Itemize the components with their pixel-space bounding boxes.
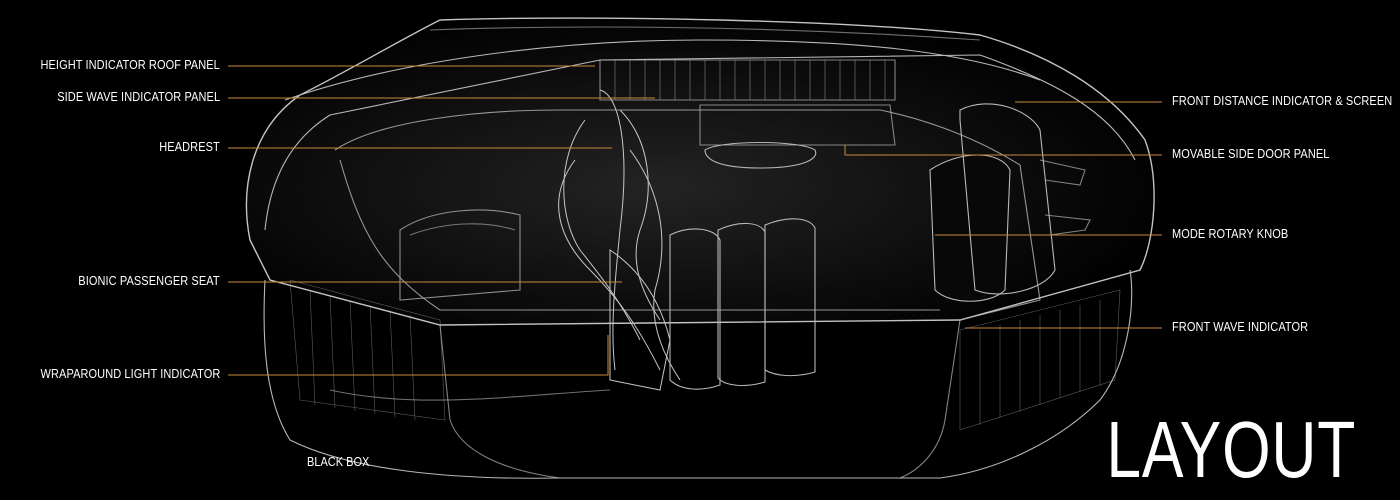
layout-title: LAYOUT: [1106, 405, 1356, 494]
callout-front-wave-indicator: FRONT WAVE INDICATOR: [1172, 320, 1309, 334]
callout-front-distance-indicator-screen: FRONT DISTANCE INDICATOR & SCREEN: [1172, 94, 1393, 108]
black-box-label: BLACK BOX: [307, 455, 370, 469]
callout-movable-side-door-panel: MOVABLE SIDE DOOR PANEL: [1172, 147, 1330, 161]
callout-headrest: HEADREST: [159, 140, 220, 154]
callout-height-indicator-roof-panel: HEIGHT INDICATOR ROOF PANEL: [40, 58, 220, 72]
leader-line-wraparound-light-indicator: [228, 335, 609, 376]
callout-mode-rotary-knob: MODE ROTARY KNOB: [1172, 227, 1289, 241]
leader-line-movable-side-door-panel: [844, 145, 1162, 156]
callout-side-wave-indicator-panel: SIDE WAVE INDICATOR PANEL: [57, 90, 220, 104]
callout-bionic-passenger-seat: BIONIC PASSENGER SEAT: [78, 274, 220, 288]
callout-wraparound-light-indicator: WRAPAROUND LIGHT INDICATOR: [40, 367, 220, 381]
